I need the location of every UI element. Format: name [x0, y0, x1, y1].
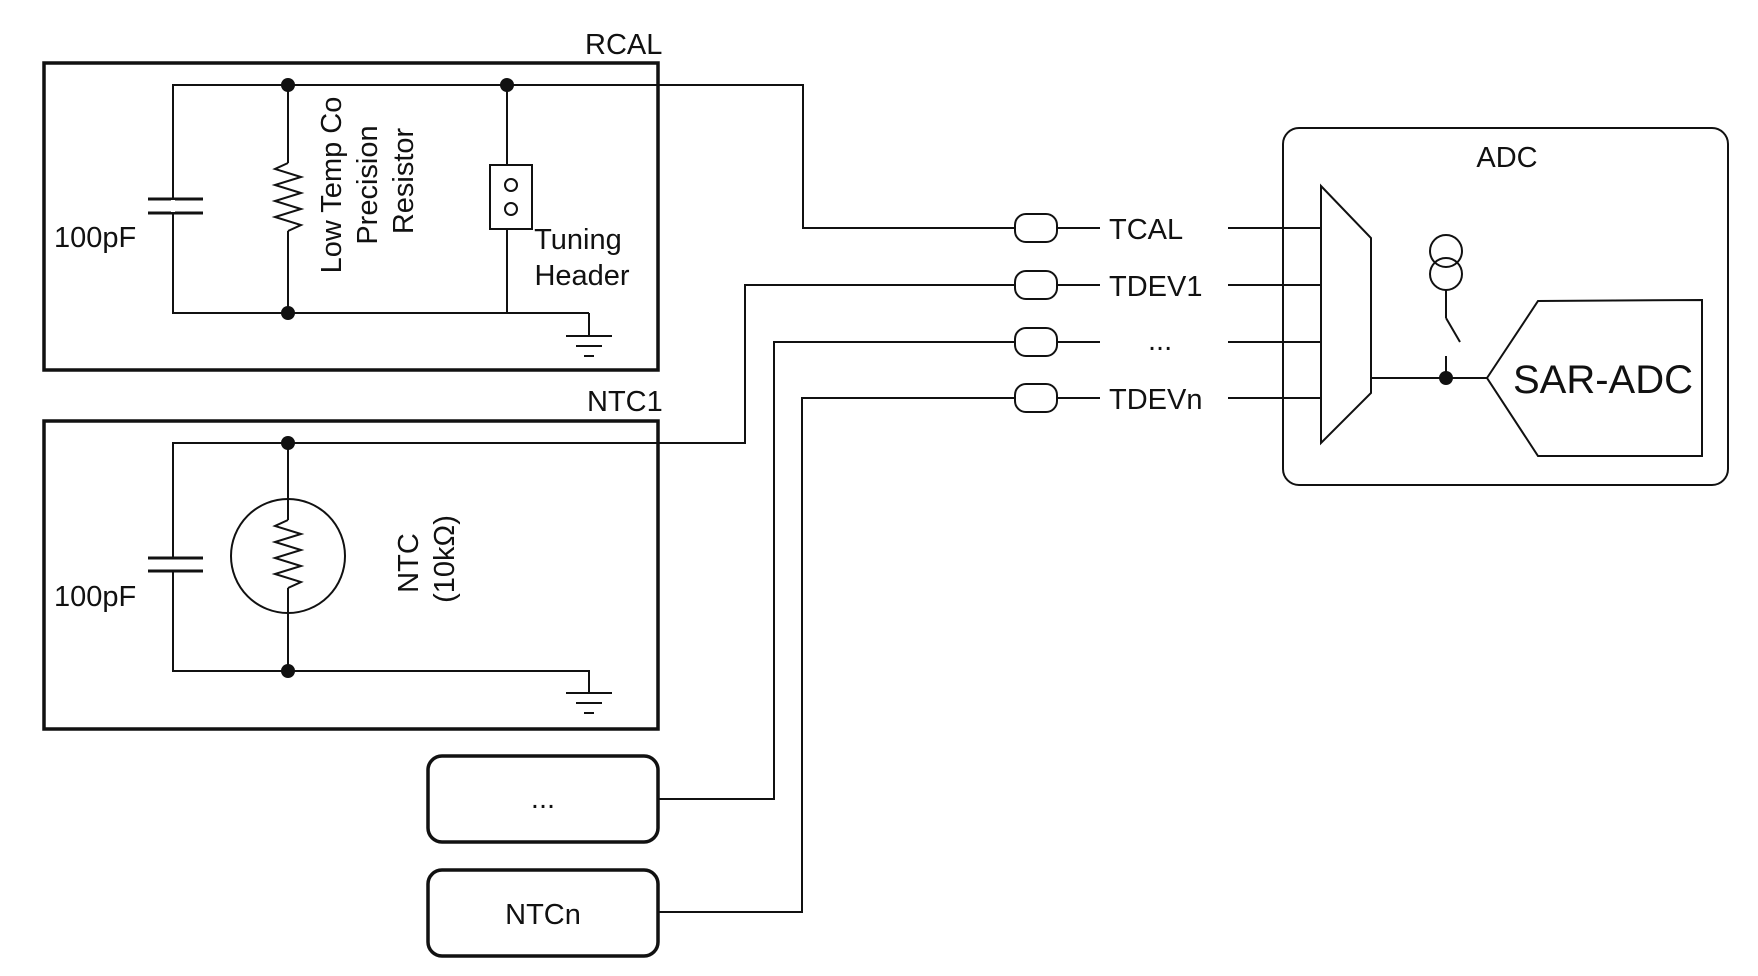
ntc1-junction-top	[281, 436, 295, 450]
rcal-capacitor	[148, 85, 203, 215]
ntc1-title: NTC1	[587, 386, 663, 418]
multiplexer-icon	[1320, 183, 1372, 446]
adc-box	[1282, 127, 1729, 486]
adc-title: ADC	[1476, 142, 1537, 174]
connector-tdev1	[1014, 270, 1058, 300]
signal-label-tdevn: TDEVn	[1109, 384, 1202, 416]
rcal-resistor-label: Low Temp Co Precision Resistor	[316, 89, 420, 274]
connector-more	[1014, 327, 1058, 357]
ntc-thermistor-label: NTC (10kΩ)	[393, 515, 461, 603]
more-sensors-wire	[658, 341, 1015, 800]
rcal-capacitor-label: 100pF	[54, 222, 136, 254]
tuning-header-label: Tuning Header	[534, 224, 630, 292]
signal-label-tcal: TCAL	[1109, 214, 1183, 246]
rcal-block: RCAL 100pF Low Temp Co Precision Resisto…	[42, 29, 1015, 372]
rcal-title: RCAL	[585, 29, 662, 61]
ntc1-block: NTC1 100pF NTC (10kΩ)	[42, 284, 1015, 731]
rcal-bottom-rail	[172, 267, 507, 314]
ntcn-wire	[658, 397, 1015, 913]
adc-block: ADC SAR-ADC	[1282, 127, 1729, 486]
sar-adc-label: SAR-ADC	[1513, 358, 1693, 402]
current-source-icon	[1429, 234, 1463, 378]
ntc1-capacitor	[148, 556, 203, 573]
ntc1-ground-icon	[566, 692, 612, 714]
sar-adc-block	[1485, 298, 1703, 457]
ntcn-block: NTCn	[426, 397, 1015, 958]
signal-label-tdev1: TDEV1	[1109, 271, 1202, 303]
tuning-header	[489, 85, 533, 313]
more-sensors-block: ...	[426, 341, 1015, 844]
rcal-resistor	[271, 85, 305, 313]
rcal-junction-top	[281, 78, 295, 92]
rcal-junction-bottom	[281, 306, 295, 320]
ntc1-top-rail	[172, 284, 1015, 558]
rcal-header-junction	[500, 78, 514, 92]
adc-input-junction	[1439, 371, 1453, 385]
rcal-ground-icon	[566, 335, 612, 357]
ntc1-capacitor-label: 100pF	[54, 581, 136, 613]
rcal-box	[42, 61, 660, 372]
ntc1-box	[42, 419, 660, 731]
connectors: TCAL TDEV1 ... TDEVn	[1014, 213, 1321, 416]
more-sensors-label: ...	[531, 783, 555, 815]
ntcn-label: NTCn	[505, 899, 581, 931]
ntc1-junction-bottom	[281, 664, 295, 678]
ntc-thermistor	[230, 443, 346, 671]
signal-label-more: ...	[1148, 325, 1172, 357]
connector-tdevn	[1014, 383, 1058, 413]
connector-tcal	[1014, 213, 1058, 243]
ntc1-bottom-rail	[172, 570, 590, 693]
